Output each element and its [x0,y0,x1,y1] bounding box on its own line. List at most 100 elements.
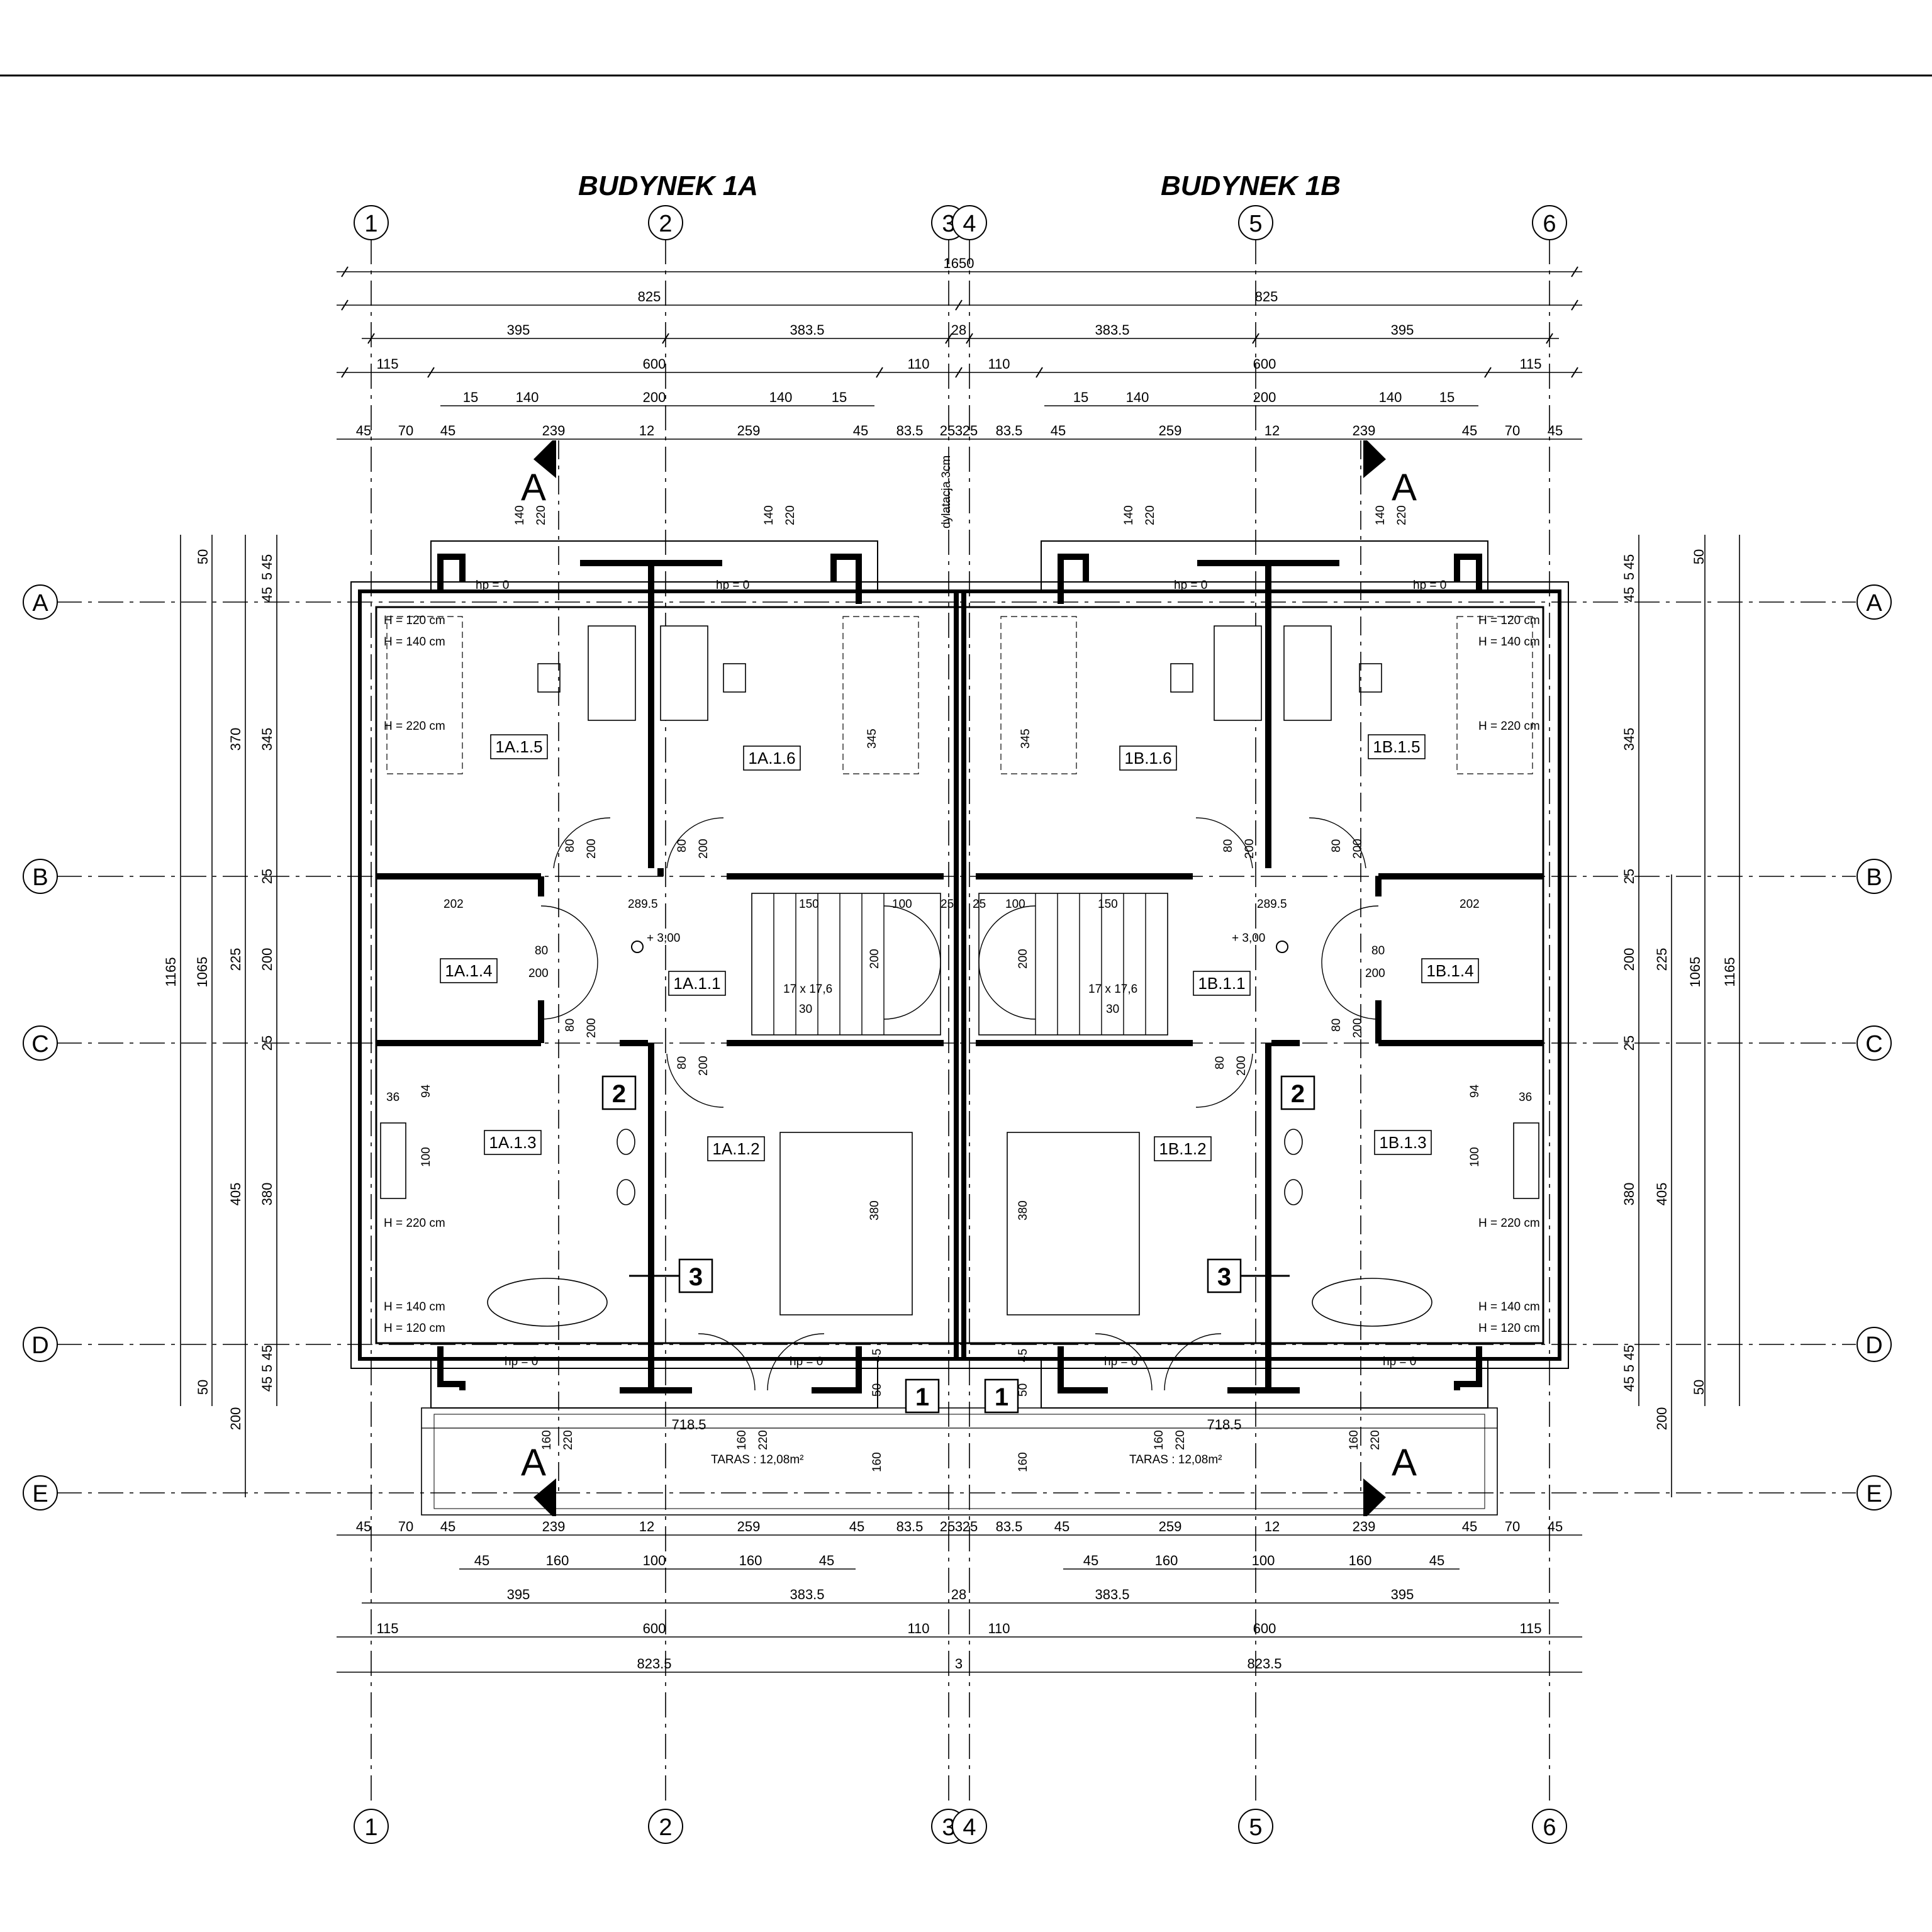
axis-label-c-right: C [1865,1031,1882,1058]
dim-bot-r1-17: 70 [1505,1519,1520,1534]
marker-3-left: 3 [689,1263,703,1291]
win-140-d: 140 [1374,505,1387,525]
dim-bot-r4-5: 115 [1519,1621,1541,1636]
dim-top-r3-left: 395 [507,322,530,338]
wardrobe-right [1456,616,1533,774]
h140-b15: H = 140 cm [1478,635,1540,649]
dim-bot-r2-5: 45 [1083,1553,1098,1568]
door-80-b: 80 [676,839,689,852]
h140-a13: H = 140 cm [384,1300,445,1314]
terr-50-right: 50 [1017,1383,1030,1397]
dim-top-r5-5: 15 [1073,389,1088,405]
axis-label-a-left: A [32,590,48,617]
stair-100-left: 100 [892,898,912,911]
dim-top-r5-7: 200 [1253,389,1276,405]
dim-top-r6-18: 45 [1548,423,1563,438]
dim-top-r6-0: 45 [356,423,371,438]
right-dimension-chains: 1165 1065 225 405 200 50 45 5 45 345 25 … [1621,535,1740,1497]
dim-right-fourth-9: 45 [1621,1345,1637,1360]
dim-left-fourth-5: 25 [259,869,275,884]
marker-2-left: 2 [612,1080,626,1108]
door-80-e: 80 [1222,839,1235,852]
room-1b11: 1B.1.1 [1198,974,1245,993]
dim-top-r6-14: 12 [1265,423,1280,438]
dim-bot-r1-1: 70 [398,1519,413,1534]
win-220-d: 220 [1395,505,1409,525]
bath-36-left: 36 [386,1091,399,1104]
desk-right-1 [1214,625,1262,721]
terr-220-e: 220 [1174,1430,1187,1450]
bottom-dimension-chains: 45 70 45 239 12 259 45 83.5 25 3 25 83.5… [337,1519,1582,1673]
title-building-1a: BUDYNEK 1A [578,170,758,201]
dim-bot-r4-0: 115 [376,1621,398,1636]
dim-right-fourth-3: 45 [1621,554,1637,569]
win-220-b: 220 [784,505,797,525]
terrace-width-right: 718.5 [1207,1417,1241,1432]
dim-top-half-right: 825 [1255,289,1278,304]
dim-left-fourth-10: 5 [259,1365,275,1372]
dim-top-r3-midl: 383.5 [790,322,824,338]
dim-right-third-1: 405 [1654,1183,1670,1206]
stairs-size-right: 17 x 17,6 [1088,983,1137,996]
numbered-markers: 2 2 3 3 1 1 [601,1075,1315,1414]
bed-left-116 [842,616,919,774]
dim-top-r5-3: 140 [769,389,793,405]
room-1a15: 1A.1.5 [495,737,542,756]
dim-top-r6-3: 239 [542,423,566,438]
door-200-f: 200 [1351,839,1365,859]
hp0-left-4: hp = 0 [790,1355,823,1368]
terr-160-a: 160 [540,1430,554,1450]
win-140-b: 140 [762,505,776,525]
wall-345-b16: 345 [1019,729,1032,749]
stair-150-left: 150 [799,898,819,911]
double-bed-right [1007,1132,1140,1315]
door-80-a14: 80 [535,944,548,958]
hp0-right-2: hp = 0 [1413,579,1446,592]
hall-2895-right: 289.5 [1257,898,1287,911]
dim-left-fourth-8: 380 [259,1183,275,1206]
axis-label-5-bottom: 5 [1249,1814,1262,1841]
dim-bot-r1-10: 25 [963,1519,978,1534]
wall-345-a16: 345 [866,729,879,749]
stair-25-left: 25 [941,898,954,911]
dim-bot-r1-13: 259 [1159,1519,1182,1534]
dim-bot-r4-3: 110 [988,1621,1010,1636]
stair-25-right: 25 [973,898,986,911]
h140-b13: H = 140 cm [1478,1300,1540,1314]
stairs-size-left: 17 x 17,6 [783,983,832,996]
dim-bot-r3-1: 383.5 [790,1587,824,1602]
dim-top-r4-0: 115 [376,356,398,372]
room-1a14: 1A.1.4 [445,961,492,980]
bath-36-right: 36 [1519,1091,1532,1104]
dim-top-r6-17: 70 [1505,423,1520,438]
door-80-b14: 80 [1371,944,1385,958]
desk-left-2 [660,625,708,721]
building-outline [350,540,1569,1409]
dim-bot-r3-2: 28 [951,1587,966,1602]
dim-left-fourth-1: 45 [259,587,275,602]
dim-top-half-left: 825 [638,289,661,304]
dim-top-r5-2: 200 [643,389,666,405]
dim-bot-r2-4: 45 [819,1553,834,1568]
dim-bot-r1-15: 239 [1353,1519,1376,1534]
dim-top-r6-11: 83.5 [996,423,1023,438]
level-mark-left: + 3,00 [647,932,680,945]
dim-right-fourth-7: 25 [1621,1036,1637,1051]
washbasin-right-1 [1284,1129,1303,1155]
room-1b14: 1B.1.4 [1426,961,1473,980]
h120-a13: H = 120 cm [384,1322,445,1335]
dim-top-r6-1: 70 [398,423,413,438]
wall-200-a11: 200 [868,949,881,969]
dim-left-fourth-6: 200 [259,948,275,971]
dim-bot-r1-2: 45 [440,1519,455,1534]
dim-bot-r2-0: 45 [474,1553,489,1568]
terr-220-b: 220 [757,1430,770,1450]
dim-bot-r1-7: 83.5 [896,1519,924,1534]
staircase-right: 17 x 17,6 30 [978,893,1168,1036]
dim-right-third-2: 200 [1654,1407,1670,1431]
staircase-left: 17 x 17,6 30 [751,893,941,1036]
room-1a13: 1A.1.3 [489,1133,536,1152]
dim-top-r6-12: 45 [1051,423,1066,438]
door-200-d: 200 [697,1056,710,1076]
